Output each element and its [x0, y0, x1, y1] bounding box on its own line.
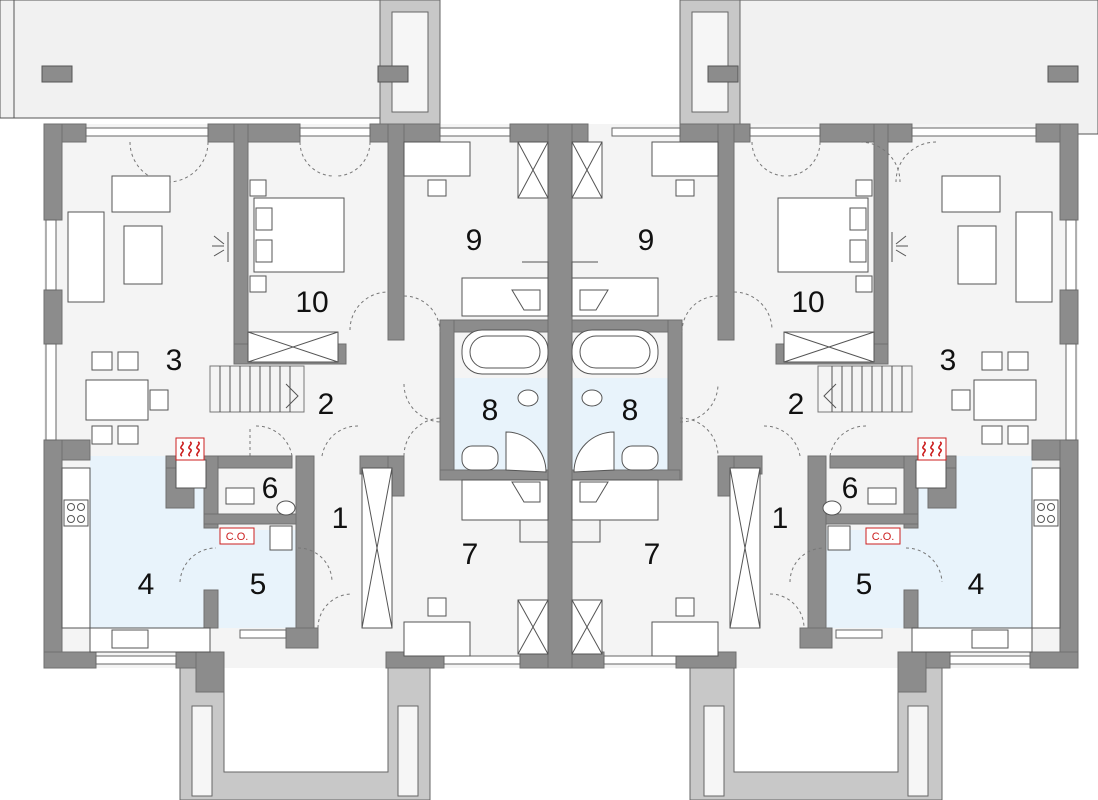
toilet-icon — [225, 487, 255, 505]
sink-icon — [621, 445, 659, 471]
tv-icon — [212, 232, 229, 262]
stairs-left — [209, 365, 305, 413]
windows — [45, 127, 1077, 665]
sink-icon — [461, 445, 499, 471]
shower-icon — [505, 431, 547, 473]
room-number-7: 7 — [462, 538, 479, 571]
kitchen-furniture-right — [822, 437, 1061, 653]
boiler-symbol — [219, 527, 255, 545]
boiler-symbol — [865, 527, 901, 545]
room-number-7: 7 — [644, 538, 661, 571]
living-room-furniture-left — [67, 175, 229, 445]
stove-icon — [63, 499, 89, 527]
room-number-9: 9 — [466, 224, 483, 257]
doors — [129, 141, 943, 629]
room-labels-left: 1 2 3 4 5 6 7 8 9 10 C.O. — [138, 224, 499, 601]
sofa-icon — [67, 211, 105, 303]
sink-icon — [111, 629, 149, 649]
toilet-icon — [867, 487, 897, 505]
room-number-1: 1 — [332, 502, 349, 535]
room-number-2: 2 — [318, 388, 335, 421]
sofa-icon — [941, 175, 1001, 213]
shower-icon — [573, 431, 615, 473]
room-number-6: 6 — [262, 472, 279, 505]
room-number-10: 10 — [295, 286, 328, 319]
room-number-9: 9 — [638, 224, 655, 257]
radiator-icon — [175, 459, 207, 489]
bathroom-furniture-right — [571, 329, 659, 473]
toilet-icon — [581, 389, 603, 407]
room-number-4: 4 — [968, 568, 985, 601]
room-number-8: 8 — [482, 394, 499, 427]
room-number-8: 8 — [622, 394, 639, 427]
room-number-6: 6 — [842, 472, 859, 505]
sink-icon — [971, 629, 1009, 649]
walls — [43, 123, 1079, 693]
bedroom-furniture-right — [777, 179, 875, 363]
sofa-icon — [111, 175, 171, 213]
room-number-2: 2 — [788, 388, 805, 421]
bathroom-furniture-left — [461, 329, 549, 473]
top-terrace-right — [679, 0, 1098, 135]
top-terrace-left — [0, 0, 441, 125]
sofa-icon — [1015, 211, 1053, 303]
room7-furniture-right — [571, 467, 761, 657]
stove-icon — [1033, 499, 1059, 527]
living-room-furniture-right — [891, 175, 1053, 445]
stairs-right — [817, 365, 913, 413]
room-number-3: 3 — [940, 344, 957, 377]
bedroom-furniture-left — [247, 179, 345, 363]
boiler-label: C.O. — [226, 531, 249, 543]
room7-furniture-left — [361, 467, 549, 657]
toilet-icon — [517, 389, 539, 407]
room-number-5: 5 — [856, 568, 873, 601]
room-number-1: 1 — [772, 502, 789, 535]
room-number-5: 5 — [250, 568, 267, 601]
kitchen-furniture-left — [61, 437, 296, 653]
room-number-4: 4 — [138, 568, 155, 601]
room-labels-right: 1 2 3 4 5 6 7 8 9 10 C.O. — [622, 224, 985, 601]
room9-furniture-right — [571, 141, 719, 317]
room-number-3: 3 — [166, 344, 183, 377]
tv-icon — [891, 232, 908, 262]
room9-furniture-left — [403, 141, 549, 317]
room-number-10: 10 — [791, 286, 824, 319]
boiler-label: C.O. — [872, 531, 895, 543]
